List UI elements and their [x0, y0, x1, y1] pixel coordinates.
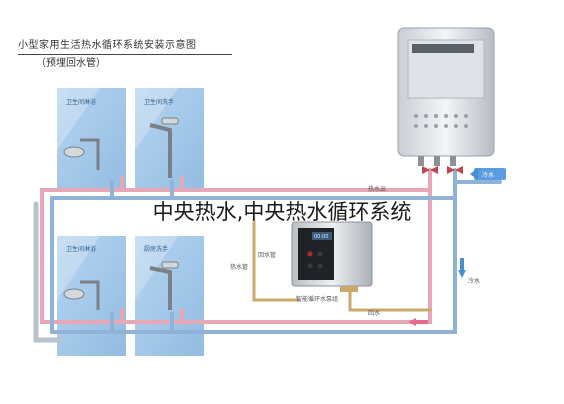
hot-water-pipe	[40, 168, 432, 324]
room-label-top-left: 卫生间淋浴	[66, 99, 97, 106]
overlay-caption: 中央热水,中央热水循环系统	[152, 200, 412, 224]
cold-water-inlet-label: 冷水	[482, 172, 495, 179]
diagram-subtitle: （预埋回水管）	[36, 58, 106, 69]
cold-water-side-label: 冷水	[468, 278, 481, 285]
cold-water-pipe	[50, 168, 457, 334]
room-label-top-right: 卫生间洗手	[144, 99, 175, 106]
pipe-network	[33, 168, 502, 343]
return-water-pipe	[252, 208, 300, 302]
return-flow-label: 回水	[368, 310, 381, 317]
pump-display-readout: 00:00	[314, 234, 329, 239]
fixtures	[63, 117, 179, 310]
hot-water-pipe-label: 热水管	[230, 264, 249, 271]
diagram-title: 小型家用生活热水循环系统安装示意图	[18, 36, 232, 55]
room-label-bottom-left: 卫生间淋浴	[66, 246, 97, 253]
pump-unit-label: 智能循环水泵组	[296, 296, 339, 303]
flow-arrows	[408, 168, 506, 326]
circulation-pump-unit	[291, 221, 373, 292]
water-heater	[397, 27, 495, 174]
hot-outlet-label: 热水出	[368, 186, 387, 193]
heater-slot	[412, 44, 474, 53]
return-water-pipe-label: 回水管	[258, 252, 277, 259]
room-label-bottom-right: 厨房洗手	[144, 246, 169, 253]
